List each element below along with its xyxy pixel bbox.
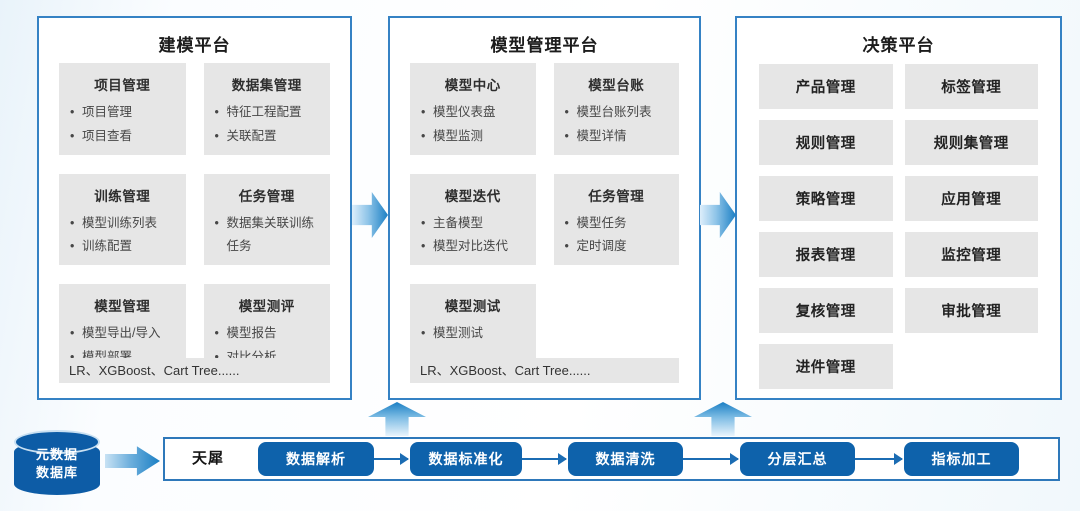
flow-arrow-icon xyxy=(683,453,739,465)
algorithms-bar: LR、XGBoost、Cart Tree...... xyxy=(59,358,330,383)
bullet-item: 模型导出/导入 xyxy=(67,322,178,346)
algorithms-bar: LR、XGBoost、Cart Tree...... xyxy=(410,358,679,383)
bullet-item: 数据集关联训练任务 xyxy=(212,212,323,260)
management-button-product: 产品管理 xyxy=(759,64,893,109)
flow-arrow-icon xyxy=(522,453,567,465)
bullet-item: 模型测试 xyxy=(418,322,528,346)
bullet-item: 项目查看 xyxy=(67,125,178,149)
management-button-strategy: 策略管理 xyxy=(759,176,893,221)
feature-card-project-management: 项目管理 项目管理 项目查看 xyxy=(59,63,186,155)
panel-title: 模型管理平台 xyxy=(490,36,599,55)
feature-card-model-testing: 模型测试 模型测试 xyxy=(410,284,536,368)
data-pipeline-container: 天犀 数据解析 数据标准化 数据清洗 分层汇总 指标加工 xyxy=(163,437,1060,481)
right-arrow-icon xyxy=(105,446,160,476)
flow-arrow-icon xyxy=(374,453,409,465)
up-arrow-icon xyxy=(368,402,426,436)
flow-arrow-icon xyxy=(855,453,903,465)
bullet-item: 训练配置 xyxy=(67,235,178,259)
bullet-item: 模型训练列表 xyxy=(67,212,178,236)
management-button-report: 报表管理 xyxy=(759,232,893,277)
feature-card-training-management: 训练管理 模型训练列表 训练配置 xyxy=(59,173,186,265)
card-title: 模型管理 xyxy=(94,299,151,314)
bullet-item: 模型详情 xyxy=(562,125,672,149)
bullet-item: 模型监测 xyxy=(418,125,528,149)
management-button-monitoring: 监控管理 xyxy=(904,232,1038,277)
feature-card-task-management: 任务管理 模型任务 定时调度 xyxy=(553,173,679,265)
panel-title: 建模平台 xyxy=(158,36,231,55)
right-arrow-icon xyxy=(352,192,388,238)
up-arrow-icon xyxy=(694,402,752,436)
feature-card-task-management: 任务管理 数据集关联训练任务 xyxy=(203,173,330,265)
card-title: 训练管理 xyxy=(94,188,151,204)
feature-card-model-center: 模型中心 模型仪表盘 模型监测 xyxy=(410,63,536,155)
bullet-item: 模型报告 xyxy=(212,322,323,346)
panel-title: 决策平台 xyxy=(862,36,935,55)
card-title: 模型测试 xyxy=(444,299,501,314)
management-button-ruleset: 规则集管理 xyxy=(904,120,1038,165)
card-grid: 模型中心 模型仪表盘 模型监测 模型台账 模型台账列表 模型详情 模型迭代 主备… xyxy=(410,63,679,368)
pipeline-step-aggregate: 分层汇总 xyxy=(740,442,855,476)
card-title: 模型中心 xyxy=(444,78,501,93)
management-button-intake: 进件管理 xyxy=(759,344,893,389)
management-button-rule: 规则管理 xyxy=(759,120,893,165)
button-grid: 产品管理 标签管理 规则管理 规则集管理 策略管理 应用管理 报表管理 监控管理… xyxy=(759,64,1038,389)
pipeline-step-metric: 指标加工 xyxy=(904,442,1019,476)
panel-decision-platform: 决策平台 产品管理 标签管理 规则管理 规则集管理 策略管理 应用管理 报表管理… xyxy=(735,16,1062,400)
database-label: 元数据 数据库 xyxy=(35,447,78,480)
card-title: 模型迭代 xyxy=(444,188,501,204)
card-title: 模型测评 xyxy=(238,299,295,314)
card-grid: 项目管理 项目管理 项目查看 数据集管理 特征工程配置 关联配置 训练管理 模型… xyxy=(59,63,330,376)
card-title: 数据集管理 xyxy=(231,78,302,93)
bullet-item: 模型台账列表 xyxy=(562,101,672,125)
bullet-item: 主备模型 xyxy=(418,212,528,236)
pipeline-step-clean: 数据清洗 xyxy=(568,442,683,476)
management-button-approval: 审批管理 xyxy=(904,288,1038,333)
card-title: 任务管理 xyxy=(588,188,645,204)
feature-card-model-iteration: 模型迭代 主备模型 模型对比迭代 xyxy=(410,173,536,265)
management-button-label: 标签管理 xyxy=(904,64,1038,109)
pipeline-engine-label: 天犀 xyxy=(192,450,225,467)
bullet-item: 定时调度 xyxy=(562,235,672,259)
bullet-item: 模型仪表盘 xyxy=(418,101,528,125)
pipeline-step-parse: 数据解析 xyxy=(258,442,374,476)
card-title: 模型台账 xyxy=(588,78,645,93)
bullet-item: 项目管理 xyxy=(67,101,178,125)
database-icon: 元数据 数据库 xyxy=(14,428,100,495)
bullet-item: 特征工程配置 xyxy=(212,101,323,125)
feature-card-model-ledger: 模型台账 模型台账列表 模型详情 xyxy=(553,63,679,155)
bullet-item: 模型对比迭代 xyxy=(418,235,528,259)
management-button-application: 应用管理 xyxy=(904,176,1038,221)
panel-model-management-platform: 模型管理平台 模型中心 模型仪表盘 模型监测 模型台账 模型台账列表 模型详情 … xyxy=(388,16,701,400)
panel-modeling-platform: 建模平台 项目管理 项目管理 项目查看 数据集管理 特征工程配置 关联配置 训练… xyxy=(37,16,352,400)
right-arrow-icon xyxy=(700,192,736,238)
feature-card-dataset-management: 数据集管理 特征工程配置 关联配置 xyxy=(203,63,330,155)
management-button-review: 复核管理 xyxy=(759,288,893,333)
bullet-item: 模型任务 xyxy=(562,212,672,236)
card-title: 项目管理 xyxy=(94,78,151,93)
pipeline-step-standardize: 数据标准化 xyxy=(410,442,522,476)
card-title: 任务管理 xyxy=(238,188,295,204)
bullet-item: 关联配置 xyxy=(212,125,323,149)
